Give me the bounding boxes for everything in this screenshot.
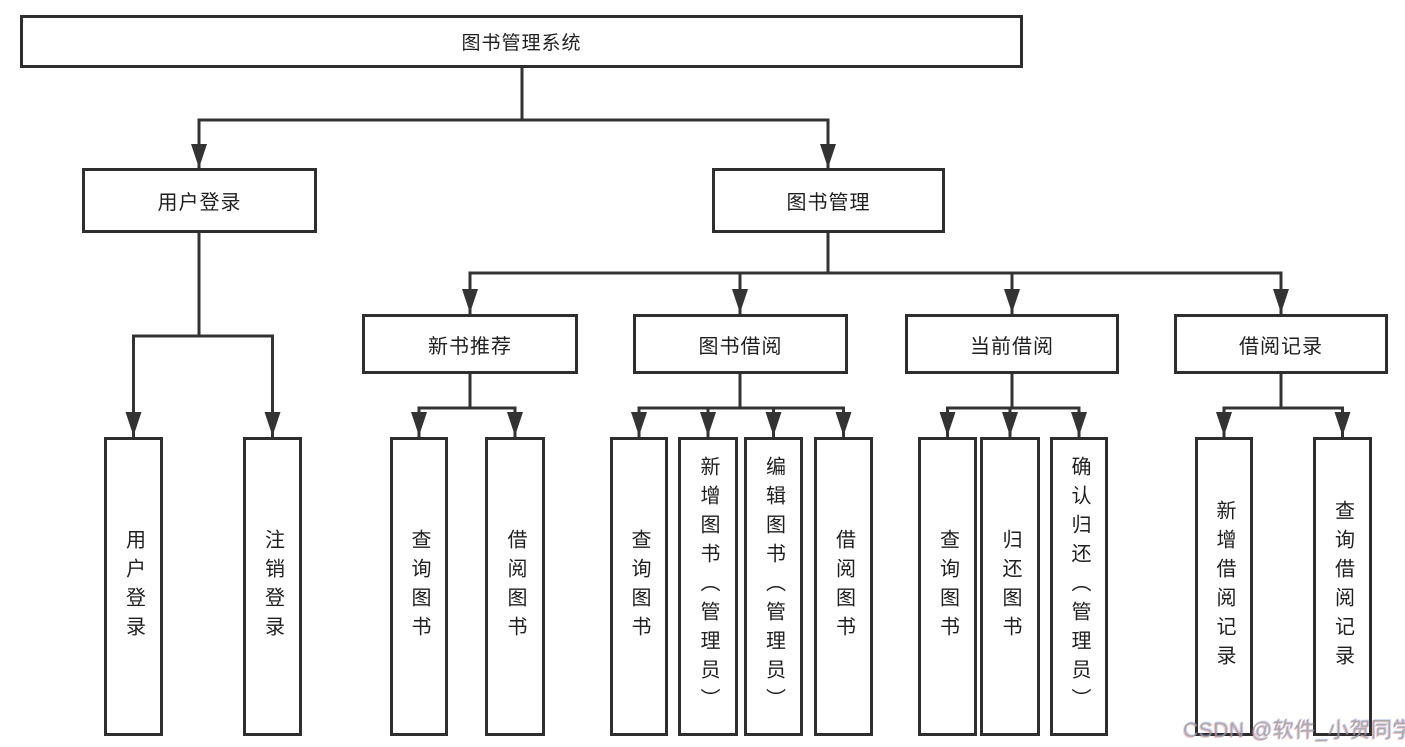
leaf-add-books-admin: 新增图书（管理员） (678, 437, 738, 736)
node-book-management: 图书管理 (712, 168, 945, 233)
leaf-label: 借阅图书 (832, 528, 855, 645)
leaf-user-login: 用户登录 (104, 437, 163, 736)
leaf-label: 归还图书 (999, 528, 1021, 645)
leaf-label: 查询图书 (628, 528, 650, 645)
node-borrow-records: 借阅记录 (1174, 314, 1388, 374)
leaf-query-books: 查询图书 (610, 437, 668, 736)
node-label: 新书推荐 (428, 335, 512, 358)
node-label: 当前借阅 (970, 335, 1054, 358)
leaf-confirm-return-admin: 确认归还（管理员） (1050, 437, 1108, 736)
leaf-label: 新增图书（管理员） (697, 456, 719, 717)
tree-edges (132, 67, 1344, 440)
node-label: 图书借阅 (698, 335, 783, 358)
leaf-label: 用户登录 (122, 528, 145, 645)
leaf-label: 借阅图书 (504, 528, 526, 645)
leaf-borrow-books: 借阅图书 (814, 437, 873, 736)
leaf-label: 确认归还（管理员） (1068, 456, 1090, 717)
leaf-label: 查询图书 (936, 528, 959, 645)
leaf-edit-books-admin: 编辑图书（管理员） (744, 437, 803, 736)
leaf-logout: 注销登录 (243, 437, 302, 736)
node-label: 用户登录 (157, 192, 242, 214)
leaf-query-books: 查询图书 (918, 437, 977, 736)
node-book-borrow: 图书借阅 (633, 314, 848, 374)
leaf-add-borrow-record: 新增借阅记录 (1195, 437, 1253, 736)
node-library-management-system: 图书管理系统 (20, 15, 1023, 68)
leaf-label: 编辑图书（管理员） (762, 456, 785, 717)
node-current-borrow: 当前借阅 (905, 314, 1119, 374)
leaf-label: 查询图书 (408, 528, 430, 645)
leaf-label: 新增借阅记录 (1213, 499, 1235, 674)
node-label: 借阅记录 (1239, 335, 1323, 358)
leaf-borrow-books: 借阅图书 (485, 437, 545, 736)
node-new-book-recommend: 新书推荐 (362, 314, 578, 374)
arrowheads (125, 144, 1351, 436)
leaf-label: 注销登录 (261, 528, 284, 645)
leaf-label: 查询借阅记录 (1331, 499, 1354, 674)
node-label: 图书管理系统 (461, 33, 582, 54)
leaf-return-books: 归还图书 (980, 437, 1040, 736)
leaf-query-books: 查询图书 (390, 437, 448, 736)
node-user-login: 用户登录 (82, 168, 317, 233)
leaf-query-borrow-record: 查询借阅记录 (1313, 437, 1372, 736)
csdn-watermark: CSDN @软件_小贺同学 (1183, 719, 1405, 742)
node-label: 图书管理 (786, 192, 871, 214)
